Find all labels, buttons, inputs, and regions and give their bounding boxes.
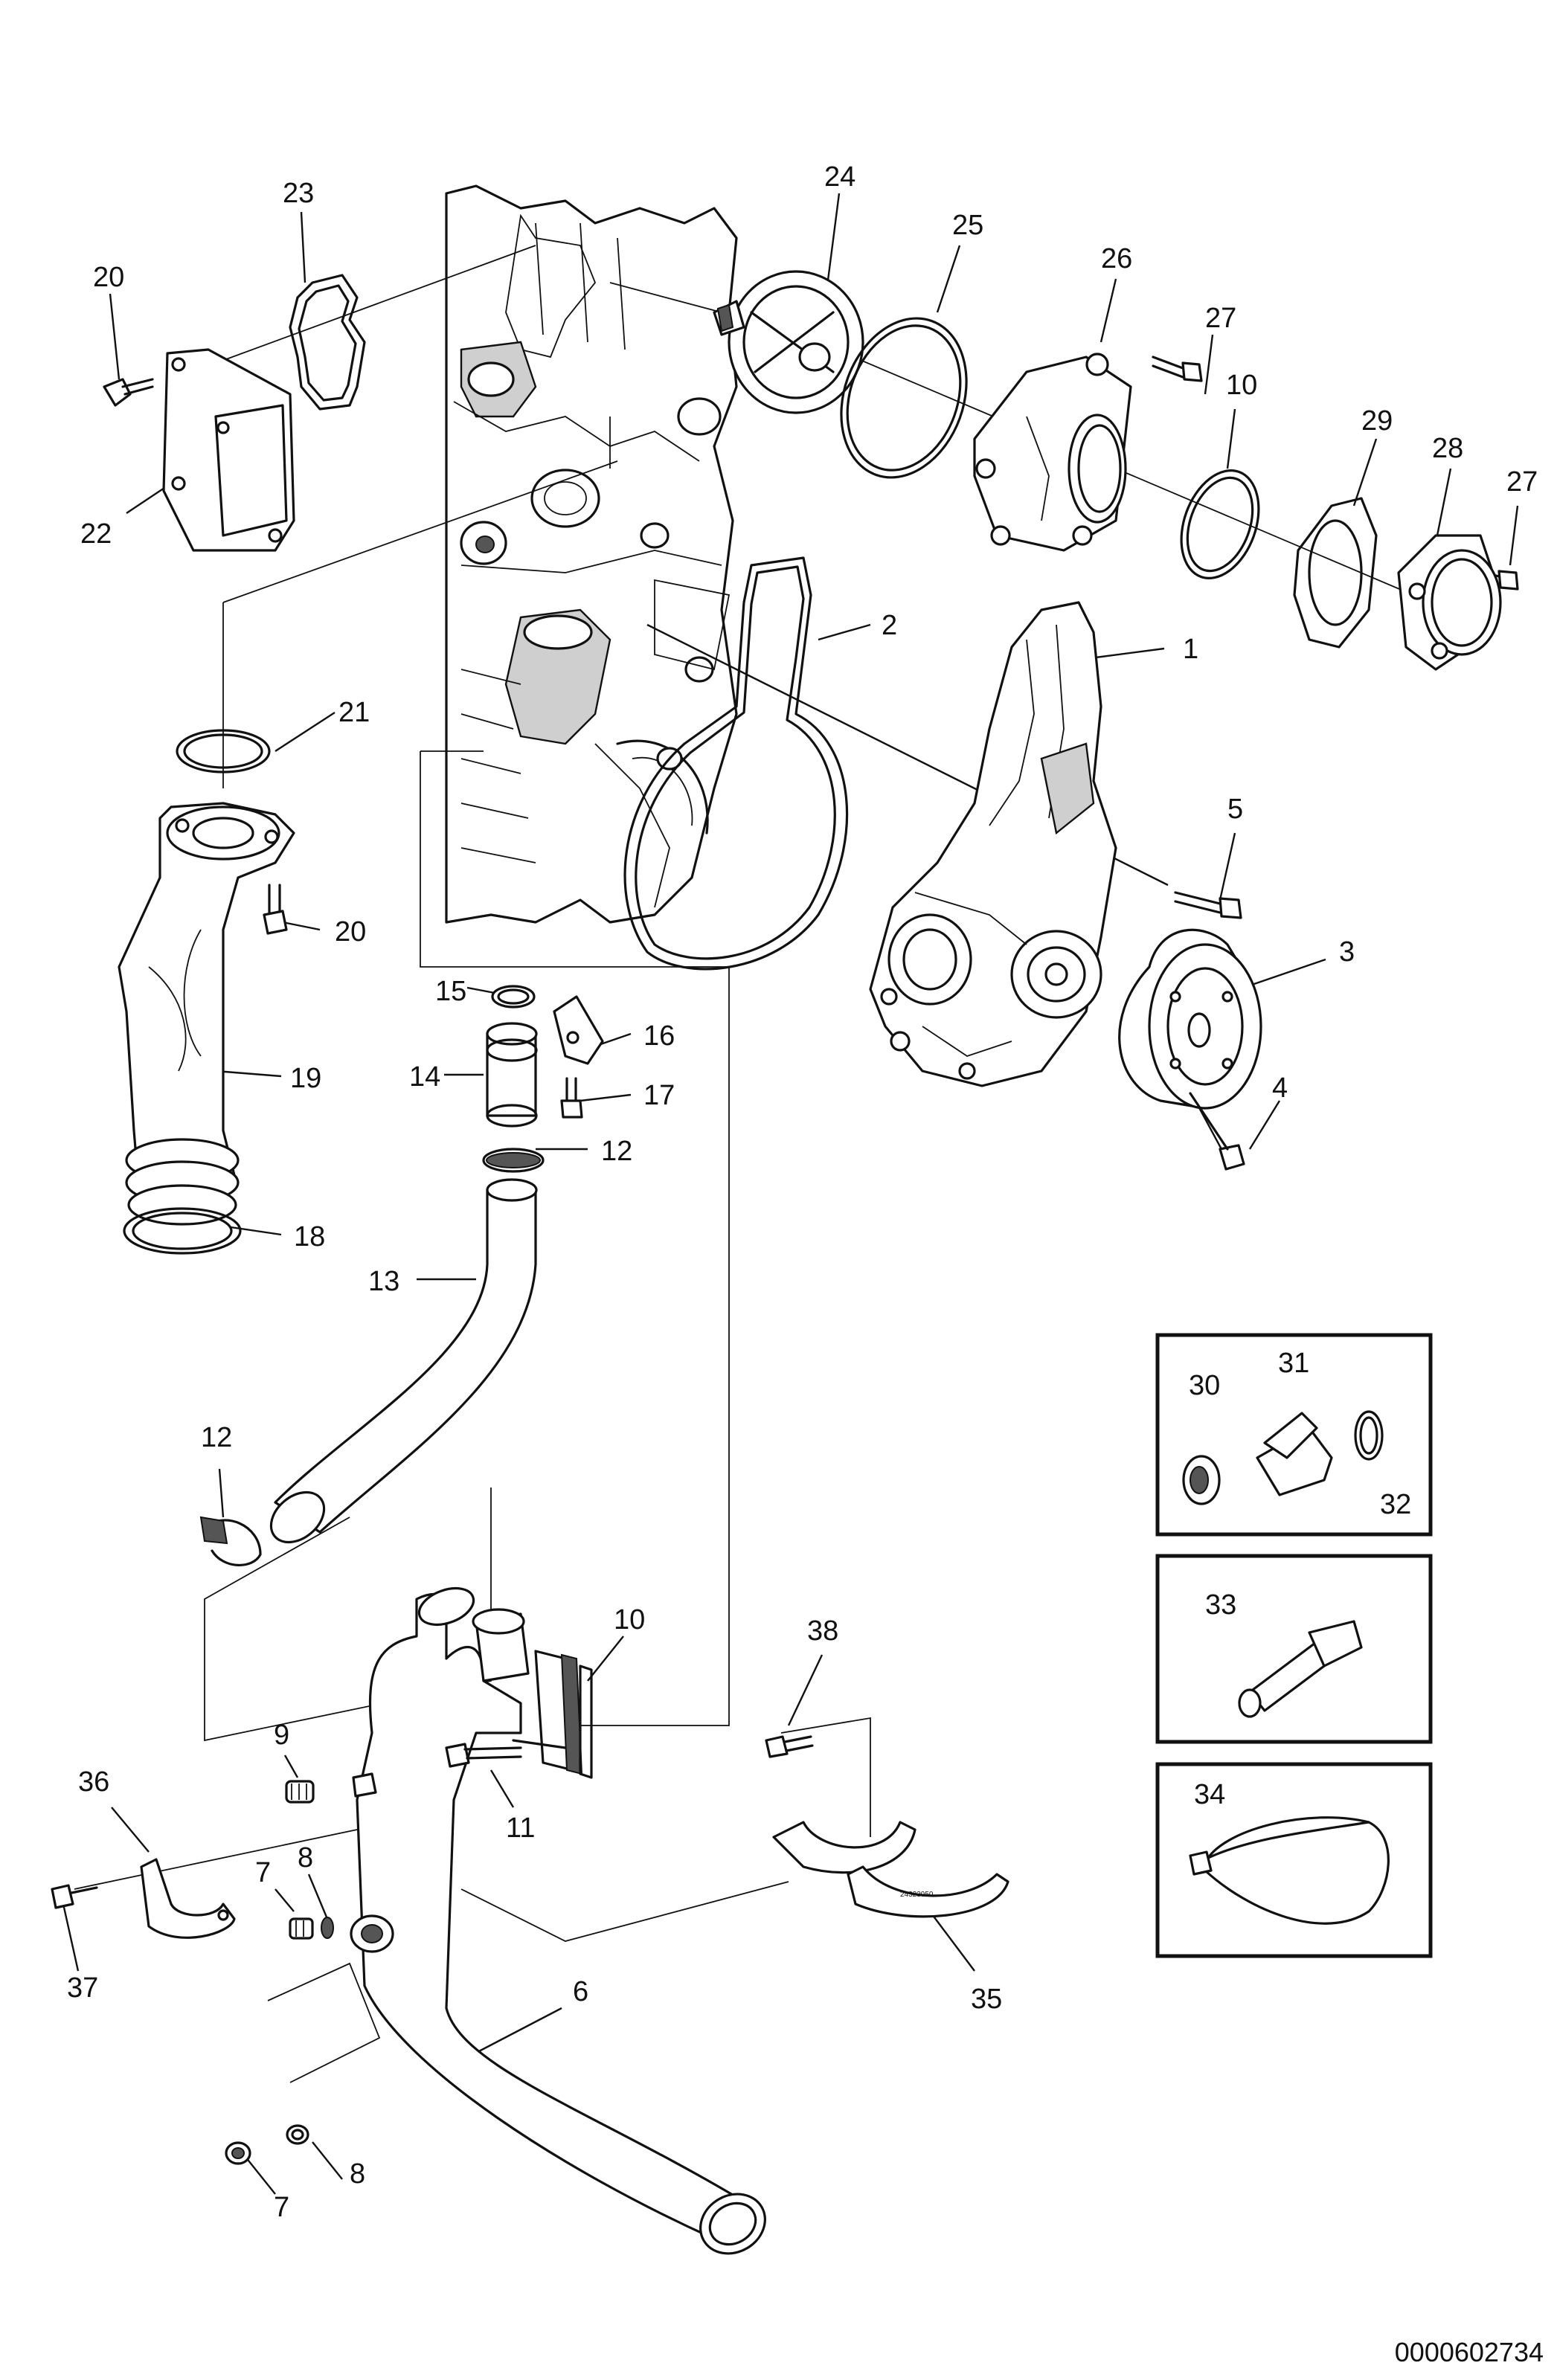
callout-labels: 1 2 3 4 5 6 7 7 8 8 9 10 10 11 12 12 13 …	[67, 161, 1538, 2223]
callout-5: 5	[1227, 794, 1243, 825]
callout-8-lower: 8	[350, 2158, 365, 2190]
callout-21: 21	[338, 697, 370, 728]
callout-14: 14	[409, 1061, 440, 1093]
callout-9: 9	[274, 1720, 289, 1751]
callout-32: 32	[1380, 1489, 1411, 1520]
callout-2: 2	[882, 610, 897, 641]
part-7-plug-upper	[289, 1917, 314, 1940]
callout-13: 13	[368, 1266, 399, 1297]
callout-25: 25	[952, 210, 983, 241]
part-36-bracket	[140, 1858, 236, 1939]
engine-timing-cover	[445, 184, 738, 924]
callout-36: 36	[78, 1766, 109, 1798]
part-10-gasket-lower	[579, 1665, 593, 1779]
part-8-washer-upper	[321, 1917, 334, 1939]
part-18-o-ring	[123, 1207, 242, 1255]
document-id: 0000602734	[1395, 2337, 1544, 2367]
part-5-bolt	[1174, 891, 1242, 919]
part-22-cover-plate	[162, 348, 295, 552]
callout-8-upper: 8	[298, 1842, 313, 1874]
part-11-bolt	[445, 1743, 522, 1768]
callout-24: 24	[824, 161, 855, 193]
part-35-pipe-bracket: 24323950	[772, 1821, 1009, 1918]
part-24-thermostat	[713, 270, 864, 414]
callout-26: 26	[1101, 243, 1132, 274]
callout-33: 33	[1205, 1589, 1236, 1621]
part-37-bolt	[51, 1884, 98, 1909]
callout-12-upper: 12	[601, 1136, 632, 1167]
part-14-sleeve	[486, 1022, 538, 1128]
callout-23: 23	[283, 178, 314, 209]
callout-22: 22	[80, 518, 112, 550]
inset-box-fitting	[1155, 1554, 1433, 1744]
part-25-o-ring	[840, 317, 968, 479]
part-3-pulley	[1118, 928, 1262, 1110]
callout-18: 18	[294, 1221, 325, 1252]
inset-box-sensor	[1155, 1333, 1433, 1537]
callout-34: 34	[1194, 1779, 1225, 1810]
part-26-thermostat-housing	[973, 353, 1132, 552]
callout-3: 3	[1339, 936, 1355, 968]
part-7-plug-lower	[225, 2141, 251, 2165]
callout-10-upper: 10	[1226, 370, 1257, 401]
inset-box-cable-tie	[1155, 1762, 1433, 1958]
part-20-bolt-lower	[263, 884, 288, 935]
part-marking-label: 24323950	[900, 1891, 934, 1899]
part-20-bolt-upper	[103, 378, 154, 407]
part-12-clamp-lower	[199, 1516, 262, 1566]
part-12-clamp-upper	[482, 1148, 545, 1173]
callout-12-lower: 12	[201, 1422, 232, 1453]
part-15-o-ring	[491, 985, 536, 1009]
callout-1: 1	[1183, 634, 1198, 665]
callout-15: 15	[435, 976, 466, 1007]
callout-17: 17	[643, 1080, 675, 1111]
callout-35: 35	[971, 1984, 1002, 2015]
callout-38: 38	[807, 1615, 838, 1647]
callout-7-lower: 7	[274, 2192, 289, 2223]
callout-7-upper: 7	[255, 1857, 271, 1888]
part-10-o-ring-upper	[1180, 469, 1260, 579]
part-19-coolant-pipe	[118, 802, 295, 1226]
assembly-lines	[74, 245, 1414, 2083]
callout-31: 31	[1278, 1348, 1309, 1379]
part-21-seal-ring	[176, 729, 271, 774]
part-4-bolt	[1189, 1092, 1245, 1171]
callout-27-right: 27	[1506, 466, 1538, 498]
callout-16: 16	[643, 1020, 675, 1052]
part-16-clip	[553, 995, 604, 1065]
callout-37: 37	[67, 1972, 98, 2004]
callout-30: 30	[1189, 1370, 1220, 1401]
part-6-coolant-pipe	[350, 1586, 766, 2255]
part-23-gasket	[289, 274, 366, 411]
callout-10-lower: 10	[614, 1604, 645, 1636]
part-28-outlet-flange	[1397, 534, 1502, 671]
part-13-hose	[269, 1178, 538, 1544]
part-1-water-pump-housing	[869, 601, 1117, 1087]
callout-29: 29	[1361, 405, 1393, 437]
callout-6: 6	[573, 1976, 588, 2007]
part-9-plug	[285, 1780, 315, 1804]
callout-20-upper: 20	[93, 262, 124, 293]
part-38-bolt	[765, 1735, 814, 1758]
part-27-bolt-upper	[1152, 356, 1203, 382]
callout-20-lower: 20	[335, 916, 366, 948]
callout-19: 19	[290, 1063, 321, 1094]
part-2-gasket	[623, 556, 849, 971]
leader-lines	[62, 193, 1519, 2195]
part-8-washer-lower	[286, 2124, 309, 2145]
callout-27-upper: 27	[1205, 303, 1236, 334]
part-17-bolt	[560, 1077, 583, 1119]
callout-11: 11	[506, 1813, 535, 1844]
callout-4: 4	[1272, 1072, 1288, 1104]
callout-28: 28	[1432, 433, 1463, 464]
part-29-gasket	[1293, 497, 1378, 649]
